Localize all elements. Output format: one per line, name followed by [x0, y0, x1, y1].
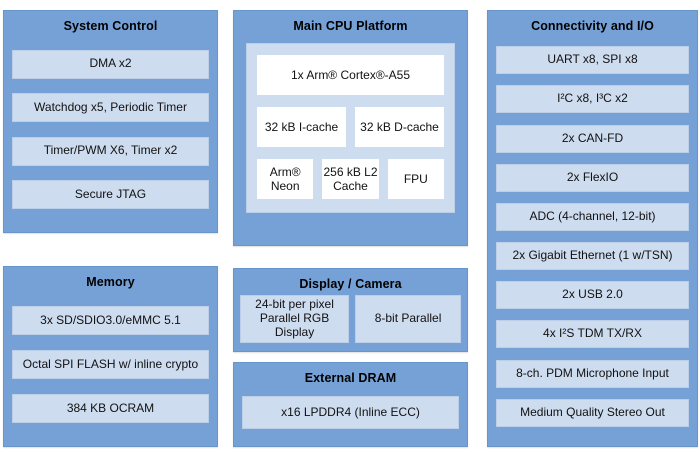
system-control-item-secure-jtag: Secure JTAG [12, 180, 209, 210]
display-camera-item-parallel-rgb: 24-bit per pixel Parallel RGB Display [240, 295, 350, 343]
system-control-item-timer-pwm: Timer/PWM X6, Timer x2 [12, 136, 209, 166]
connectivity-item-stereo-out: Medium Quality Stereo Out [496, 398, 689, 427]
block-connectivity-io: Connectivity and I/O UART x8, SPI x8 I²C… [487, 10, 698, 447]
memory-items: 3x SD/SDIO3.0/eMMC 5.1 Octal SPI FLASH w… [4, 289, 217, 446]
cpu-icache-cell: 32 kB I-cache [257, 107, 346, 147]
system-control-item-dma: DMA x2 [12, 49, 209, 79]
cpu-neon-l2-fpu-row: Arm® Neon 256 kB L2 Cache FPU [257, 159, 444, 199]
block-external-dram: External DRAM x16 LPDDR4 (Inline ECC) [233, 362, 468, 447]
block-main-cpu-platform: Main CPU Platform 1x Arm® Cortex®-A55 32… [233, 10, 468, 246]
cpu-cache-row: 32 kB I-cache 32 kB D-cache [257, 107, 444, 147]
connectivity-item-i2s-tdm: 4x I²S TDM TX/RX [496, 320, 689, 349]
cpu-inner-panel: 1x Arm® Cortex®-A55 32 kB I-cache 32 kB … [246, 43, 455, 213]
cpu-fpu-cell: FPU [387, 159, 444, 199]
block-display-camera: Display / Camera 24-bit per pixel Parall… [233, 268, 468, 352]
connectivity-io-items: UART x8, SPI x8 I²C x8, I³C x2 2x CAN-FD… [488, 33, 697, 446]
system-control-item-watchdog: Watchdog x5, Periodic Timer [12, 93, 209, 123]
display-camera-items: 24-bit per pixel Parallel RGB Display 8-… [234, 291, 467, 351]
memory-item-ocram: 384 KB OCRAM [12, 394, 209, 423]
external-dram-title: External DRAM [304, 371, 397, 385]
system-control-items: DMA x2 Watchdog x5, Periodic Timer Timer… [4, 33, 217, 232]
connectivity-item-can-fd: 2x CAN-FD [496, 124, 689, 153]
connectivity-item-flexio: 2x FlexIO [496, 163, 689, 192]
connectivity-item-uart-spi: UART x8, SPI x8 [496, 46, 689, 75]
memory-title: Memory [86, 275, 135, 289]
connectivity-io-title: Connectivity and I/O [531, 19, 654, 33]
display-camera-item-8bit-parallel: 8-bit Parallel [355, 295, 461, 343]
external-dram-items: x16 LPDDR4 (Inline ECC) [234, 385, 467, 446]
cpu-neon-cell: Arm® Neon [257, 159, 314, 199]
display-camera-title: Display / Camera [299, 277, 402, 291]
main-cpu-platform-title: Main CPU Platform [293, 19, 408, 33]
cpu-core-cell: 1x Arm® Cortex®-A55 [257, 55, 444, 95]
connectivity-item-adc: ADC (4-channel, 12-bit) [496, 202, 689, 231]
system-control-title: System Control [63, 19, 158, 33]
connectivity-item-usb: 2x USB 2.0 [496, 281, 689, 310]
connectivity-item-pdm-microphone: 8-ch. PDM Microphone Input [496, 359, 689, 388]
block-memory: Memory 3x SD/SDIO3.0/eMMC 5.1 Octal SPI … [3, 266, 218, 447]
cpu-l2-cache-cell: 256 kB L2 Cache [322, 159, 379, 199]
cpu-dcache-cell: 32 kB D-cache [355, 107, 444, 147]
block-system-control: System Control DMA x2 Watchdog x5, Perio… [3, 10, 218, 233]
connectivity-item-gigabit-ethernet: 2x Gigabit Ethernet (1 w/TSN) [496, 242, 689, 271]
memory-item-sd-emmc: 3x SD/SDIO3.0/eMMC 5.1 [12, 306, 209, 335]
memory-item-octal-spi-flash: Octal SPI FLASH w/ inline crypto [12, 350, 209, 379]
external-dram-item-lpddr4: x16 LPDDR4 (Inline ECC) [242, 396, 459, 429]
connectivity-item-i2c-i3c: I²C x8, I³C x2 [496, 85, 689, 114]
